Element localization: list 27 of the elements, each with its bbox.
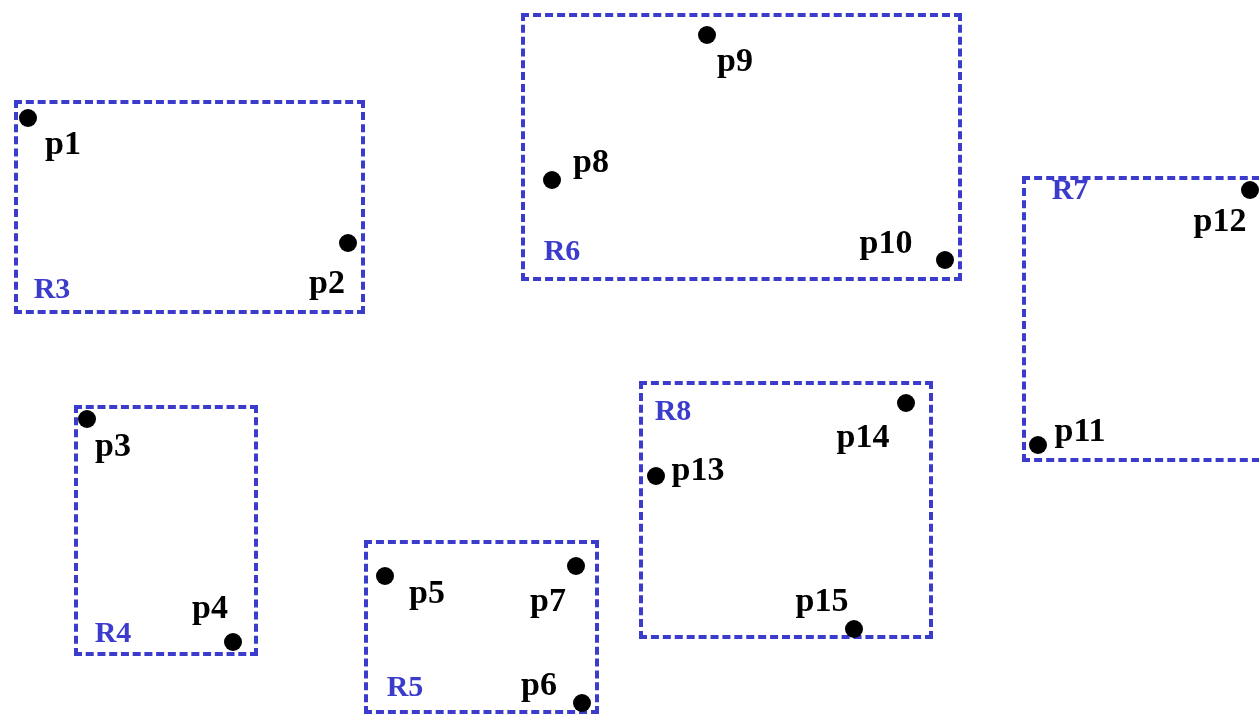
- point-label: p14: [836, 419, 890, 453]
- point-label: p4: [192, 590, 228, 624]
- rectangle-label: R6: [543, 235, 581, 265]
- dashed-rectangle: [364, 540, 599, 714]
- point-label: p12: [1193, 203, 1247, 237]
- rectangle-label: R4: [94, 617, 132, 647]
- point-label: p15: [795, 583, 849, 617]
- point-label: p6: [521, 667, 557, 701]
- point-label: p10: [859, 225, 913, 259]
- point-label: p1: [45, 126, 81, 160]
- dashed-rectangle: [639, 381, 933, 639]
- point-label: p3: [95, 428, 131, 462]
- point-label: p11: [1054, 413, 1106, 447]
- point-label: p7: [530, 583, 566, 617]
- rectangle-label: R5: [386, 671, 424, 701]
- point-label: p2: [309, 265, 345, 299]
- rectangle-label: R3: [33, 273, 71, 303]
- point-label: p13: [671, 452, 725, 486]
- point-label: p8: [573, 144, 609, 178]
- point-label: p5: [409, 575, 445, 609]
- dashed-rectangle: [1022, 176, 1259, 462]
- point-label: p9: [717, 43, 753, 77]
- rectangle-label: R7: [1051, 174, 1089, 204]
- dashed-rectangle: [14, 100, 365, 314]
- rectangle-label: R8: [654, 395, 692, 425]
- dashed-rectangle: [521, 13, 962, 281]
- dashed-rectangle: [74, 405, 258, 656]
